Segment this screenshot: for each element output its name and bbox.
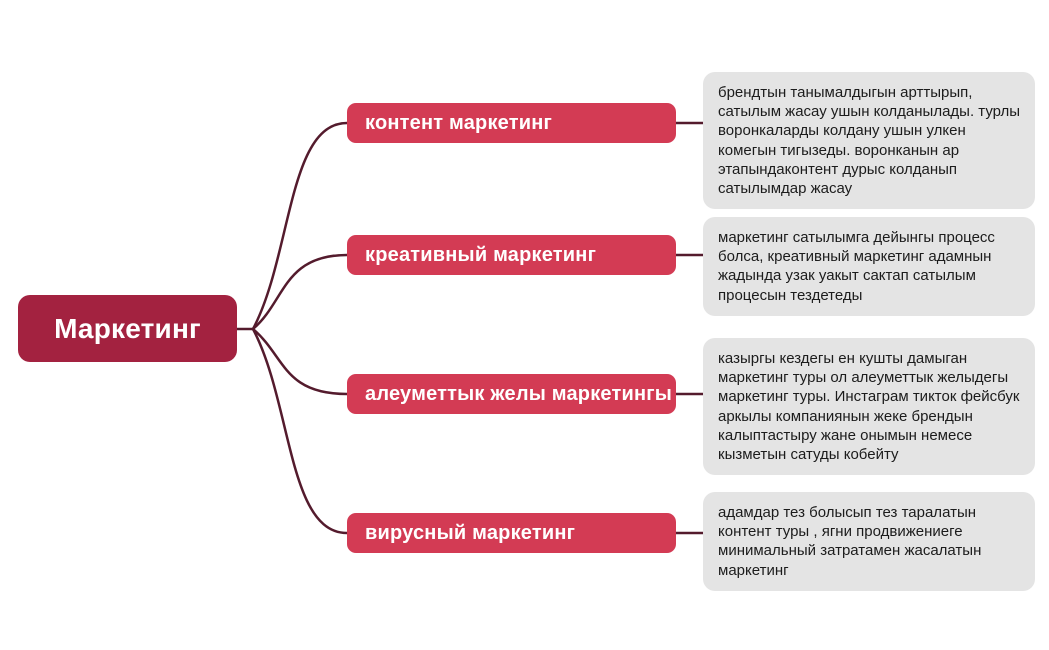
connector-root-to-branch-3: [251, 327, 349, 396]
note-content-marketing-description[interactable]: брендтын танымалдыгын арттырып, сатылым …: [703, 72, 1035, 210]
branch-node-creative-marketing[interactable]: креативный маркетинг: [347, 235, 676, 275]
note-creative-marketing-description[interactable]: маркетинг сатылымга дейынгы процесс болс…: [703, 217, 1035, 316]
note-viral-marketing-description[interactable]: адамдар тез болысып тез таралатын контен…: [703, 492, 1035, 591]
branch-node-content-marketing[interactable]: контент маркетинг: [347, 103, 676, 143]
connector-root-to-branch-1: [251, 121, 349, 331]
branch-node-viral-marketing[interactable]: вирусный маркетинг: [347, 513, 676, 553]
branch-node-social-network-marketing[interactable]: алеуметтык желы маркетингы: [347, 374, 676, 414]
connector-root-to-branch-4: [251, 327, 349, 535]
note-social-network-marketing-description[interactable]: казыргы кездегы ен кушты дамыган маркети…: [703, 338, 1035, 476]
connector-root-to-branch-2: [251, 253, 349, 331]
root-node-marketing[interactable]: Маркетинг: [18, 295, 237, 362]
